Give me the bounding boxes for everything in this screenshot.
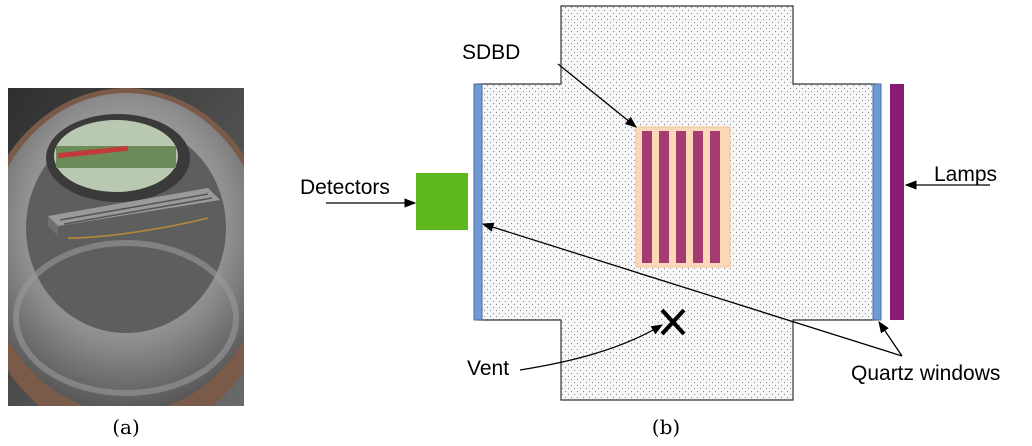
label-lamps: Lamps [934, 163, 997, 186]
quartz-arrow-left [481, 222, 903, 357]
quartz-window-right [872, 83, 882, 321]
sdbd-electrode-array [635, 126, 731, 268]
sdbd-arrow [557, 63, 637, 128]
vent-arrow [519, 324, 664, 371]
quartz-window-left [473, 83, 483, 321]
caption-a: (a) [112, 415, 140, 439]
lamp-bar [890, 84, 904, 320]
detector-box [416, 173, 468, 230]
label-quartz-windows: Quartz windows [851, 362, 1000, 385]
quartz-arrow-right [878, 321, 903, 357]
label-sdbd: SDBD [462, 41, 520, 64]
label-vent: Vent [467, 357, 509, 380]
x-mark-icon [660, 308, 686, 336]
label-detectors: Detectors [300, 176, 390, 199]
chamber-schematic: SDBD Detectors Lamps Vent Quartz windows [300, 5, 1000, 401]
vacuum-chamber-photo [0, 88, 276, 438]
caption-b: (b) [651, 415, 681, 439]
